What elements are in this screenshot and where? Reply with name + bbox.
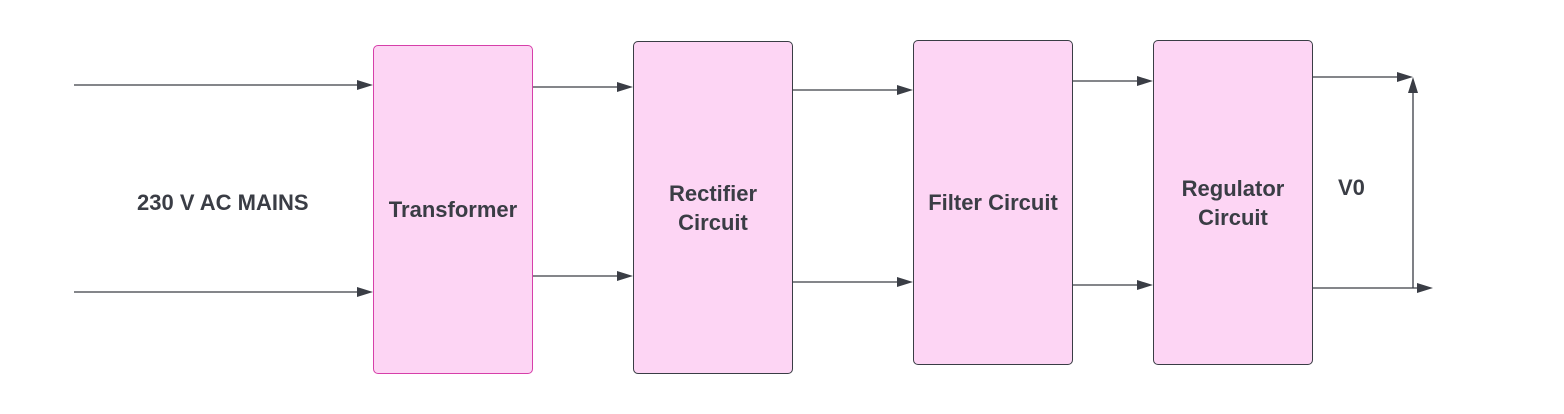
filter-block: Filter Circuit [913,40,1073,365]
regulator-block: Regulator Circuit [1153,40,1313,365]
arrowhead [357,80,373,90]
arrowhead [1137,76,1153,86]
arrowhead [1137,280,1153,290]
arrowhead [1417,283,1433,293]
output-label: V0 [1338,175,1365,200]
arrowhead [617,271,633,281]
transformer-block: Transformer [373,45,533,374]
arrowhead [897,277,913,287]
arrowhead [1408,77,1418,93]
rectifier-block: Rectifier Circuit [633,41,793,374]
arrowhead [617,82,633,92]
input-label: 230 V AC MAINS [137,190,309,215]
arrowhead [357,287,373,297]
arrowhead [897,85,913,95]
arrowhead [1397,72,1413,82]
